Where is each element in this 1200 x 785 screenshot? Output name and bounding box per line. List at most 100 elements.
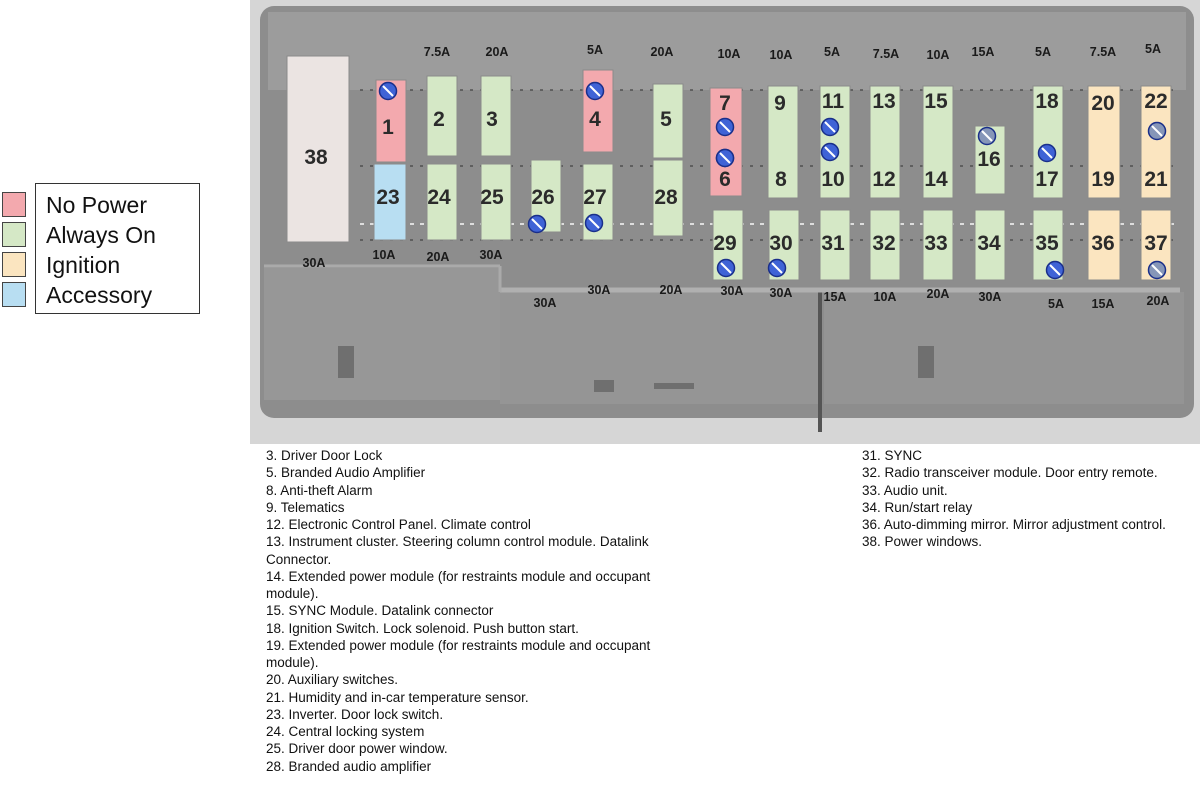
amperage-label: 30A [721,284,744,298]
panel-top-strip [268,12,1186,90]
fuse-note: 12. Electronic Control Panel. Climate co… [266,517,531,532]
legend-swatch-no-power [2,192,26,217]
amperage-label: 30A [588,283,611,297]
fuse-number: 20 [1091,92,1114,115]
fuse-slot-15 [922,85,954,199]
fuse-slot-13 [869,85,901,199]
empty-fuse-icon [820,117,840,137]
fuse-number: 31 [821,232,845,255]
amperage-label: 10A [373,248,396,262]
fuse-number: 13 [872,90,895,113]
empty-fuse-icon [1147,121,1167,141]
fuse-number: 28 [654,186,678,209]
amperage-label: 15A [824,290,847,304]
amperage-label: 7.5A [424,45,450,59]
amperage-label: 30A [979,290,1002,304]
legend-label-always-on: Always On [46,222,156,248]
empty-fuse-icon [527,214,547,234]
fuse-note: 38. Power windows. [862,534,983,550]
fuse-number: 25 [480,186,504,209]
fuse-number: 18 [1035,90,1059,113]
amperage-label: 30A [480,248,503,262]
fuse-number: 9 [774,92,786,115]
fuse-note: 25. Driver door power window. [266,741,448,757]
fuse-number: 37 [1144,232,1167,255]
amperage-label: 10A [718,47,741,61]
fuse-note: 15. SYNC Module. Datalink connector [266,603,494,619]
legend-label-ignition: Ignition [46,252,121,278]
fuse-number: 5 [660,108,672,131]
fuse-number: 29 [713,232,736,255]
fuse-note: 5. Branded Audio Amplifier [266,465,426,481]
empty-fuse-icon [585,81,605,101]
amperage-label: 7.5A [1090,45,1116,59]
fuse-note: 33. Audio unit. [862,482,948,498]
amperage-label: 20A [427,250,450,264]
amperage-label: 5A [824,45,840,59]
panel-lower-right [824,292,1184,404]
fuse-number: 22 [1144,90,1167,113]
fuse-number: 27 [583,186,606,209]
amperage-label: 20A [660,283,683,297]
panel-latch-4 [918,346,934,378]
fuse-number: 4 [589,108,601,131]
amperage-label: 30A [534,296,557,310]
fuse-number: 32 [872,232,895,255]
fuse-slot-20 [1087,85,1121,199]
panel-latch-1 [338,346,354,378]
legend-swatch-always-on [2,222,26,247]
fuse-number: 3 [486,108,498,131]
fuse-number: 23 [376,186,399,209]
fuse-note: 19. Extended power module (for restraint… [266,637,651,670]
fuse-slot-33 [922,209,954,281]
empty-fuse-icon [715,148,735,168]
fuse-slot-24 [426,163,458,241]
panel-lower-left [264,268,500,400]
fuse-number: 36 [1091,232,1114,255]
fuse-number: 1 [382,116,394,139]
legend-label-accessory: Accessory [46,282,153,308]
fuse-number: 15 [924,90,948,113]
fuse-number: 24 [427,186,451,209]
fuse-slot-3 [480,75,512,157]
fuse-number: 2 [433,108,445,131]
amperage-label: 15A [972,45,995,59]
fuse-number: 8 [775,168,787,191]
empty-fuse-icon [1045,260,1065,280]
fuse-slot-18 [1032,85,1064,199]
fuse-number: 6 [719,168,731,191]
legend-label-no-power: No Power [46,192,147,218]
fuse-number: 21 [1144,168,1168,191]
fuse-note: 23. Inverter. Door lock switch. [266,706,444,722]
amperage-label: 10A [927,48,950,62]
fuse-slot-9 [767,85,799,199]
fuse-number: 26 [531,186,554,209]
amperage-label: 5A [1035,45,1051,59]
amperage-label: 30A [303,256,326,270]
empty-fuse-icon [977,126,997,146]
panel-latch-3 [654,383,694,389]
legend-box: No Power Always On Ignition Accessory [35,183,200,314]
fuse-slot-32 [869,209,901,281]
fuse-slot-5 [652,83,684,159]
fuse-panel-diagram: 38 1 2 3 4 5 7 6 9 8 11 10 13 12 15 14 1… [250,0,1200,444]
empty-fuse-icon [767,258,787,278]
fuse-number: 12 [872,168,895,191]
fuse-note: 13. Instrument cluster. Steering column … [266,534,649,567]
fuse-note: 18. Ignition Switch. Lock solenoid. Push… [266,620,579,636]
fuse-number: 30 [769,232,792,255]
fuse-number: 38 [304,146,328,169]
fuse-number: 19 [1091,168,1114,191]
fuse-number: 10 [821,168,844,191]
fuse-number: 35 [1035,232,1059,255]
amperage-label: 15A [1092,297,1115,311]
fuse-note: 9. Telematics [266,499,345,515]
fuse-note: 31. SYNC [862,448,923,463]
fuse-note: 32. Radio transceiver module. Door entry… [862,465,1158,481]
amperage-label: 10A [770,48,793,62]
amperage-label: 10A [874,290,897,304]
fuse-note: 20. Auxiliary switches. [266,672,399,688]
fuse-slot-11 [819,85,851,199]
empty-fuse-icon [820,142,840,162]
